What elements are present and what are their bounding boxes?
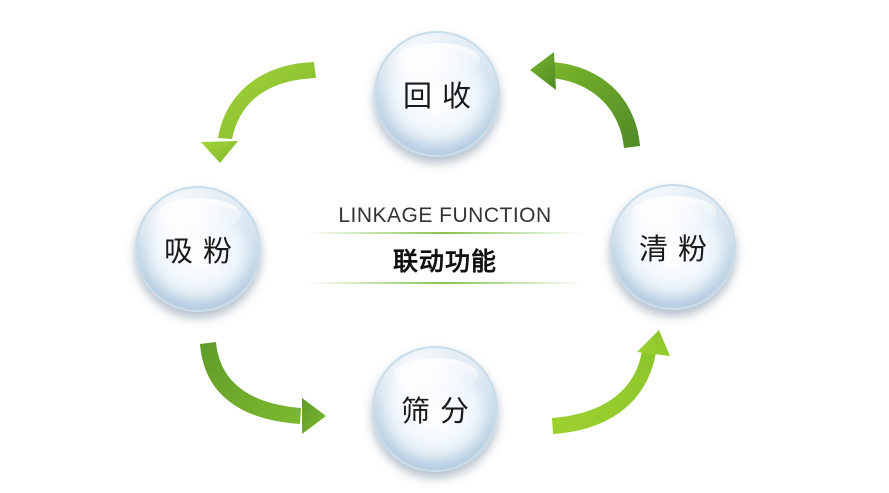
bubble-highlight: [632, 196, 716, 230]
node-clean: 清粉: [610, 184, 736, 310]
arrow-clean-to-recycle: [530, 52, 640, 148]
node-recycle-label: 回收: [402, 79, 481, 113]
node-screening-label: 筛分: [400, 394, 479, 428]
title-english: LINKAGE FUNCTION: [338, 204, 552, 227]
node-suction: 吸粉: [135, 186, 261, 312]
center-title: LINKAGE FUNCTION 联动功能: [300, 204, 590, 284]
title-chinese: 联动功能: [392, 247, 497, 276]
bubble-highlight: [394, 358, 478, 392]
bubble-highlight: [396, 43, 480, 77]
title-divider-bottom: [305, 282, 585, 284]
arrow-suction-to-screening: [200, 342, 326, 434]
node-clean-label: 清粉: [638, 232, 717, 266]
bubble-highlight: [157, 198, 241, 232]
title-divider-top: [305, 232, 585, 234]
node-screening: 筛分: [372, 346, 498, 472]
node-suction-label: 吸粉: [163, 234, 242, 268]
arrow-screening-to-clean: [552, 330, 670, 434]
node-recycle: 回收: [374, 31, 500, 157]
arrow-recycle-to-suction: [201, 62, 316, 163]
